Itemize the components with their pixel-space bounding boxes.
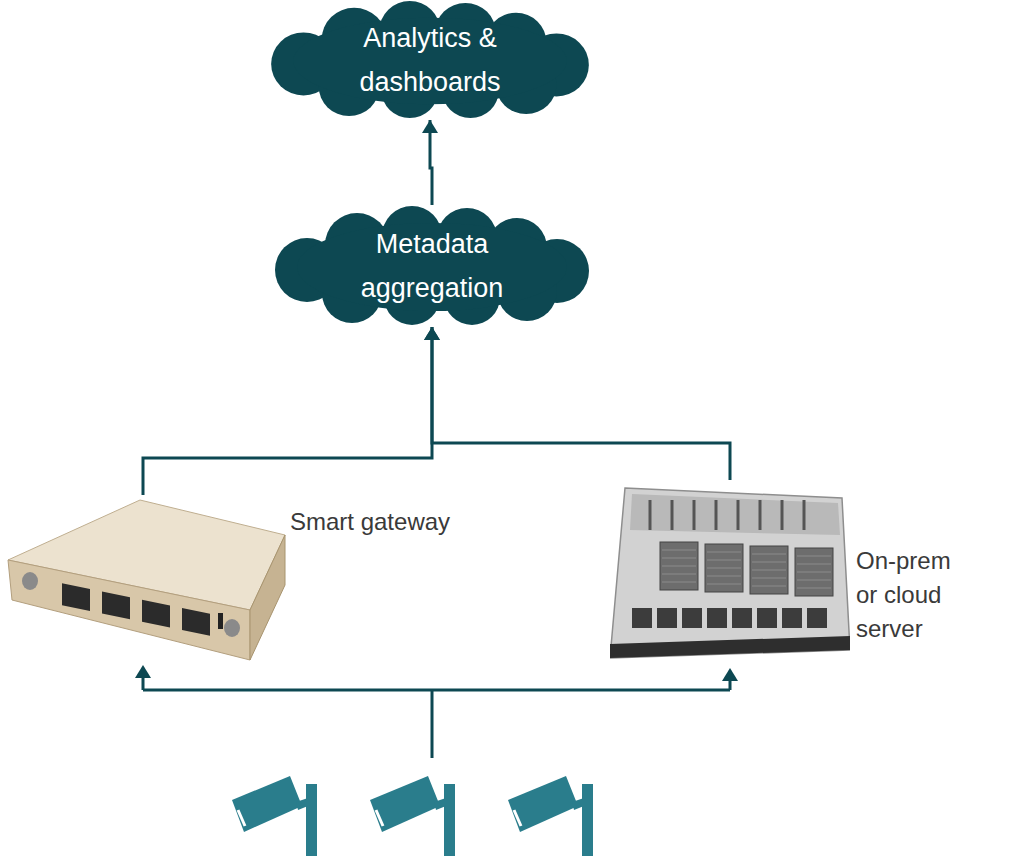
fan xyxy=(657,608,677,628)
fan xyxy=(707,608,727,628)
lan-port xyxy=(62,583,90,611)
heatsink-fin xyxy=(752,586,786,587)
server-board xyxy=(630,494,840,535)
camera-icon xyxy=(508,776,593,856)
heatsink xyxy=(705,544,743,592)
server-node: On-prem or cloud server xyxy=(610,480,850,668)
cloud-label: Metadata aggregation xyxy=(342,222,522,310)
antenna-jack xyxy=(224,619,240,637)
heatsink-fin xyxy=(662,550,696,551)
memory-stick xyxy=(803,500,806,530)
fan xyxy=(732,608,752,628)
heatsink xyxy=(750,546,788,594)
heatsink-fin xyxy=(707,552,741,553)
lan-port xyxy=(182,608,210,636)
gateway-side xyxy=(250,535,285,660)
heatsink-fin xyxy=(797,572,831,573)
fan xyxy=(782,608,802,628)
memory-stick xyxy=(737,500,740,530)
heatsink-fin xyxy=(797,588,831,589)
heatsink-fin xyxy=(797,580,831,581)
server-chassis xyxy=(610,488,850,658)
heatsink-fin xyxy=(797,556,831,557)
fan xyxy=(807,608,827,628)
usb-port xyxy=(218,613,223,629)
heatsink-fin xyxy=(752,570,786,571)
connector xyxy=(432,327,730,480)
fan xyxy=(682,608,702,628)
camera-icon xyxy=(228,776,317,856)
arrow-head xyxy=(424,327,440,340)
arrow-head xyxy=(424,327,440,340)
heatsink-fin xyxy=(662,582,696,583)
camera-icon xyxy=(370,776,455,856)
gateway-node: Smart gateway xyxy=(0,495,286,665)
heatsink xyxy=(660,542,698,590)
cloud-core xyxy=(297,223,567,311)
heatsink-fin xyxy=(752,562,786,563)
heatsink-fin xyxy=(662,566,696,567)
cloud-node: Analytics & dashboards xyxy=(258,0,602,120)
antenna-jack xyxy=(22,572,38,590)
camera-feed-lines xyxy=(143,676,730,758)
heatsink-fin xyxy=(752,554,786,555)
fan xyxy=(757,608,777,628)
cloud-label: Analytics & dashboards xyxy=(340,16,520,104)
heatsink-fin xyxy=(797,564,831,565)
gateway-illustration xyxy=(0,495,286,665)
lan-port xyxy=(102,591,130,619)
arrow-head xyxy=(135,665,151,678)
cloud-shape xyxy=(262,205,602,327)
heatsink-fin xyxy=(662,574,696,575)
connector xyxy=(143,327,432,495)
arrow-head xyxy=(422,120,438,133)
device-label: On-prem or cloud server xyxy=(856,544,968,646)
memory-stick xyxy=(649,500,652,530)
server-illustration xyxy=(610,480,850,668)
heatsink-fin xyxy=(662,558,696,559)
memory-stick xyxy=(693,500,696,530)
cloud-fill xyxy=(275,206,589,325)
device-label: Smart gateway xyxy=(290,505,450,539)
heatsink-fin xyxy=(707,576,741,577)
memory-stick xyxy=(781,500,784,530)
heatsink-fin xyxy=(752,578,786,579)
heatsink-fin xyxy=(707,584,741,585)
arrow-head xyxy=(722,668,738,681)
fan xyxy=(632,608,652,628)
memory-stick xyxy=(715,500,718,530)
heatsink-fin xyxy=(707,560,741,561)
cloud-fill xyxy=(271,1,589,118)
gateway-front xyxy=(8,560,250,660)
heatsink-fin xyxy=(707,568,741,569)
front-panel xyxy=(610,636,850,658)
cloud-node: Metadata aggregation xyxy=(262,205,602,327)
memory-stick xyxy=(759,500,762,530)
cloud-shape xyxy=(258,0,602,120)
heatsink xyxy=(795,548,833,596)
memory-stick xyxy=(671,500,674,530)
lan-port xyxy=(142,600,170,628)
